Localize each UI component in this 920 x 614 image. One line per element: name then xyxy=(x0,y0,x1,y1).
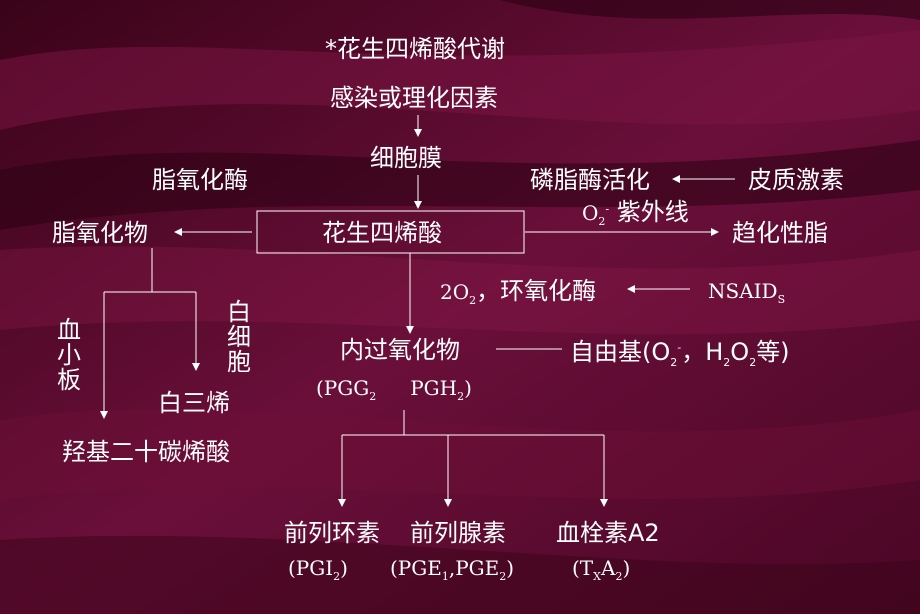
cox-label: 2O2，环氧化酶 xyxy=(440,277,597,307)
arachidonic-acid-box xyxy=(256,210,525,254)
uv-label: 紫外线 xyxy=(616,198,689,226)
prostacyclin-abbr: (PGI2) xyxy=(288,556,348,583)
membrane-label: 细胞膜 xyxy=(370,144,442,172)
stimuli-label: O2- 紫外线 xyxy=(582,200,689,227)
nsaids-label: NSAIDS xyxy=(708,279,786,306)
endoperoxide-label: 内过氧化物 xyxy=(340,336,460,364)
oxygen-radical: O2- xyxy=(582,201,610,228)
platelet-label: 血小板 xyxy=(57,316,81,395)
corticosteroid-label: 皮质激素 xyxy=(748,166,844,194)
thromboxane-label: 血栓素A2 xyxy=(556,519,660,547)
trigger-label: 感染或理化因素 xyxy=(330,84,498,112)
chemotactic-label: 趋化性脂 xyxy=(732,219,828,247)
lipoxide-label: 脂氧化物 xyxy=(52,219,148,247)
arachidonic-acid-label: 花生四烯酸 xyxy=(322,219,442,247)
phospholipase-label: 磷脂酶活化 xyxy=(530,166,650,194)
prostacyclin-label: 前列环素 xyxy=(284,519,380,547)
prostaglandin-abbr: (PGE1,PGE2) xyxy=(390,556,515,583)
free-radicals-label: 自由基(O2-，H2O2等) xyxy=(570,338,790,369)
hete-label: 羟基二十碳烯酸 xyxy=(62,438,230,466)
lipoxygenase-label: 脂氧化酶 xyxy=(152,166,248,194)
thromboxane-abbr: (TXA2) xyxy=(572,556,631,583)
diagram-title: *花生四烯酸代谢 xyxy=(325,35,505,63)
prostaglandin-label: 前列腺素 xyxy=(410,519,506,547)
leukocyte-label: 白细胞 xyxy=(227,298,251,377)
leukotriene-label: 白三烯 xyxy=(158,389,230,417)
